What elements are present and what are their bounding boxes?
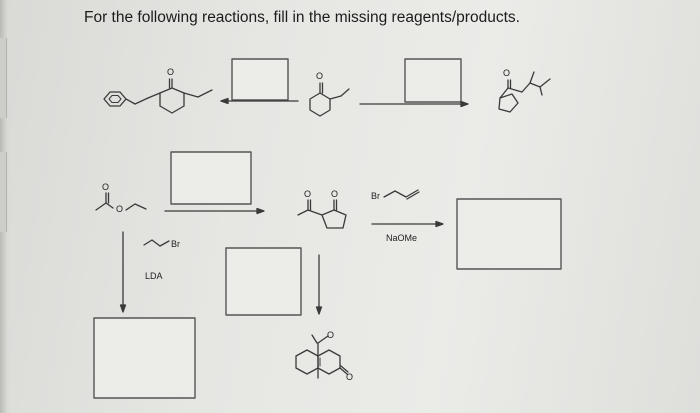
molecule-cyclopentanone-product bbox=[498, 71, 551, 113]
oxygen-label: O bbox=[346, 372, 354, 382]
molecule-diketone bbox=[297, 199, 347, 229]
answer-box-2[interactable] bbox=[404, 58, 462, 103]
oxygen-label: O bbox=[327, 330, 335, 340]
reagent-lda-label: LDA bbox=[145, 271, 163, 281]
molecule-ester bbox=[95, 192, 147, 211]
answer-box-4[interactable] bbox=[93, 317, 196, 399]
molecule-methyl-cyclohexanone bbox=[309, 82, 350, 117]
page-edge-tab bbox=[0, 38, 7, 118]
page-edge-tab bbox=[0, 152, 7, 232]
reaction-arrow-ester-right bbox=[164, 207, 265, 215]
molecule-benzyl-cyclohexanone bbox=[103, 78, 213, 114]
reaction-arrow-down-middle bbox=[315, 254, 323, 315]
molecule-bicyclic-enone bbox=[295, 334, 349, 379]
oxygen-label: O bbox=[316, 71, 324, 81]
oxygen-label: O bbox=[167, 67, 175, 77]
question-title: For the following reactions, fill in the… bbox=[84, 9, 520, 26]
answer-box-5[interactable] bbox=[456, 198, 562, 270]
answer-box-6[interactable] bbox=[225, 247, 302, 316]
reagent-allyl-bromide bbox=[383, 189, 420, 200]
oxygen-label: O bbox=[331, 189, 339, 199]
reaction-arrow-diketone-right bbox=[371, 220, 444, 228]
oxygen-label: O bbox=[304, 189, 312, 199]
reaction-arrow-right bbox=[359, 100, 469, 108]
oxygen-label: O bbox=[503, 68, 511, 78]
reagent-naome-label: NaOMe bbox=[386, 233, 418, 243]
reaction-arrow-down-left bbox=[119, 231, 127, 313]
bromine-label: Br bbox=[371, 191, 380, 201]
bromine-label: Br bbox=[171, 239, 180, 249]
oxygen-label: O bbox=[102, 182, 110, 192]
answer-box-1[interactable] bbox=[231, 58, 289, 101]
reaction-arrow-left bbox=[220, 97, 299, 105]
reagent-bromopropane bbox=[143, 239, 170, 247]
oxygen-label: O bbox=[116, 204, 124, 214]
answer-box-3[interactable] bbox=[170, 151, 252, 205]
